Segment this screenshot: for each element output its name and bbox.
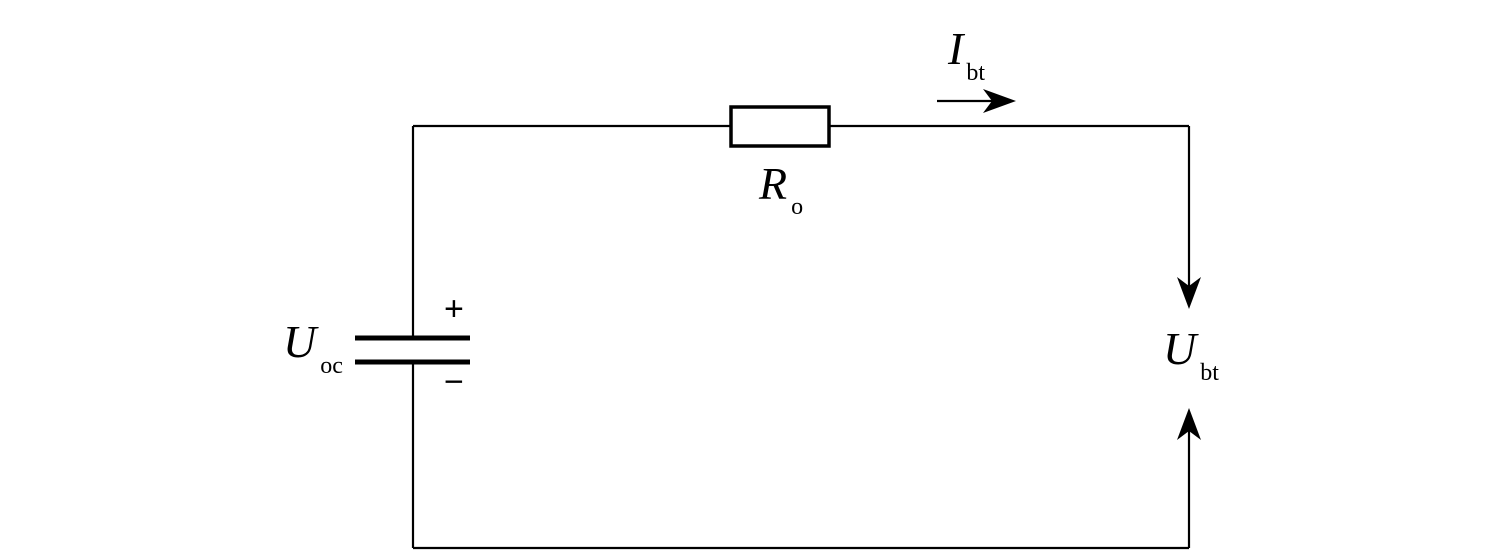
- resistor-label-subscript: o: [791, 194, 803, 220]
- terminal-arrow-up-icon: [1177, 408, 1201, 440]
- resistor-symbol: [729, 105, 831, 148]
- terminal-voltage-arrows: [1177, 277, 1201, 440]
- terminal-voltage-symbol: U: [1163, 323, 1199, 374]
- current-arrow-head: [983, 89, 1016, 113]
- source-minus-sign: −: [444, 363, 464, 401]
- source-label-subscript: oc: [320, 353, 343, 379]
- terminal-arrow-down-icon: [1177, 277, 1201, 309]
- current-label-symbol: I: [947, 23, 966, 74]
- circuit-wires: [411, 124, 1191, 550]
- voltage-source: [355, 335, 470, 365]
- source-label-symbol: U: [283, 316, 319, 367]
- resistor-label-symbol: R: [758, 158, 787, 209]
- source-plus-sign: +: [444, 290, 464, 328]
- current-arrow: [937, 89, 1016, 113]
- current-label-subscript: bt: [966, 60, 985, 86]
- terminal-voltage-subscript: bt: [1200, 360, 1219, 386]
